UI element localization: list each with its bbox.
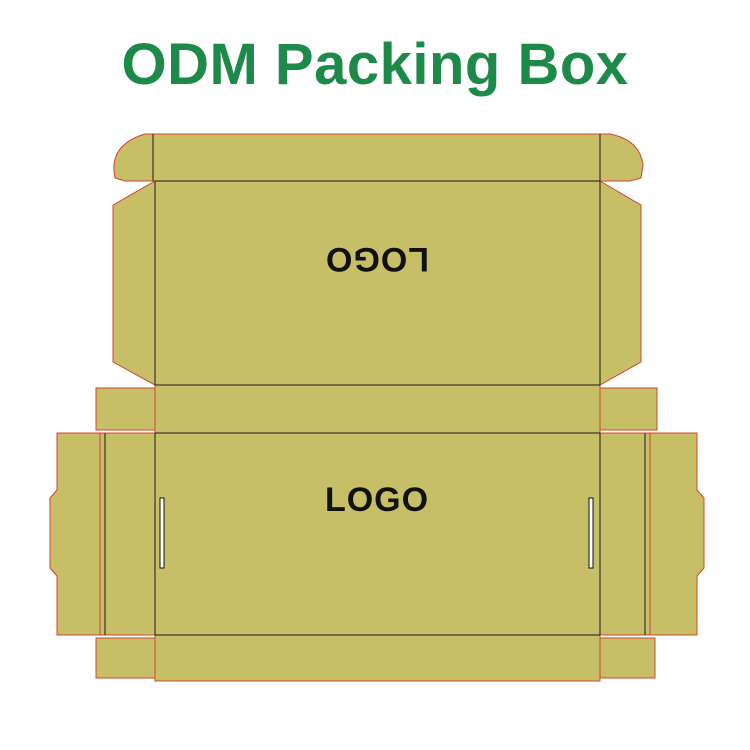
lid-left-dust-flap	[112, 180, 156, 386]
right-inner-side-wall	[599, 432, 651, 636]
front-wall-left-tab	[95, 637, 156, 679]
lid-logo-text: LOGO	[325, 240, 429, 278]
lid-panel	[154, 180, 601, 386]
left-outer-side-wall	[49, 432, 101, 636]
left-slot	[159, 497, 165, 569]
right-slot	[588, 497, 594, 569]
back-wall-right-tab	[599, 387, 658, 431]
right-outer-side-wall	[649, 432, 705, 636]
tuck-flap	[113, 133, 644, 182]
lid-right-dust-flap	[599, 180, 642, 386]
left-inner-side-wall	[99, 432, 156, 636]
base-logo-text: LOGO	[325, 481, 429, 519]
base-panel	[154, 432, 601, 636]
front-wall-right-tab	[599, 637, 656, 679]
front-wall-panel	[154, 634, 601, 682]
back-wall-panel	[154, 384, 601, 434]
page-title: ODM Packing Box	[121, 32, 629, 97]
back-wall-left-tab	[95, 387, 156, 431]
